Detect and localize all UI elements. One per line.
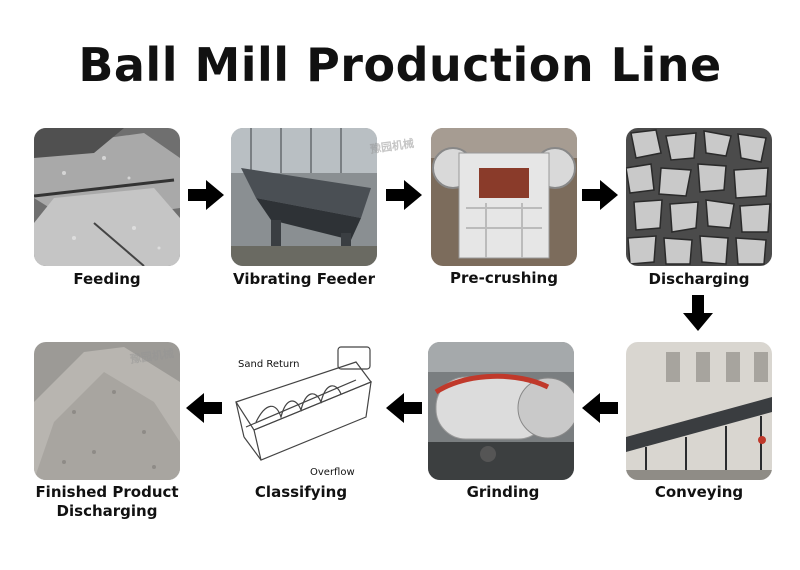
arrow-right-icon bbox=[582, 180, 618, 210]
step-label-feeding: Feeding bbox=[73, 270, 141, 288]
classifier-diagram bbox=[226, 342, 380, 480]
vibrating-feeder-image bbox=[231, 128, 377, 266]
step-label-conveying: Conveying bbox=[654, 483, 744, 501]
arrow-down-icon bbox=[683, 295, 713, 331]
overflow-label: Overflow bbox=[310, 467, 355, 478]
sand-return-label: Sand Return bbox=[238, 359, 300, 370]
step-label-vibrating-feeder: Vibrating Feeder bbox=[233, 270, 375, 288]
grinding-image bbox=[428, 342, 574, 480]
feeding-image bbox=[34, 128, 180, 266]
arrow-right-icon bbox=[386, 180, 422, 210]
conveying-image bbox=[626, 342, 772, 480]
arrow-left-icon bbox=[186, 393, 222, 423]
step-label-finished-product-discharging: Finished Product Discharging bbox=[35, 483, 179, 520]
step-label-classifying: Classifying bbox=[254, 483, 348, 501]
arrow-right-icon bbox=[188, 180, 224, 210]
arrow-left-icon bbox=[582, 393, 618, 423]
page-title: Ball Mill Production Line bbox=[78, 38, 722, 92]
step-label-discharging: Discharging bbox=[648, 270, 750, 288]
arrow-left-icon bbox=[386, 393, 422, 423]
pre-crushing-image bbox=[431, 128, 577, 266]
step-label-pre-crushing: Pre-crushing bbox=[450, 269, 558, 287]
discharging-image bbox=[626, 128, 772, 266]
finished-product-image bbox=[34, 342, 180, 480]
step-label-grinding: Grinding bbox=[466, 483, 540, 501]
